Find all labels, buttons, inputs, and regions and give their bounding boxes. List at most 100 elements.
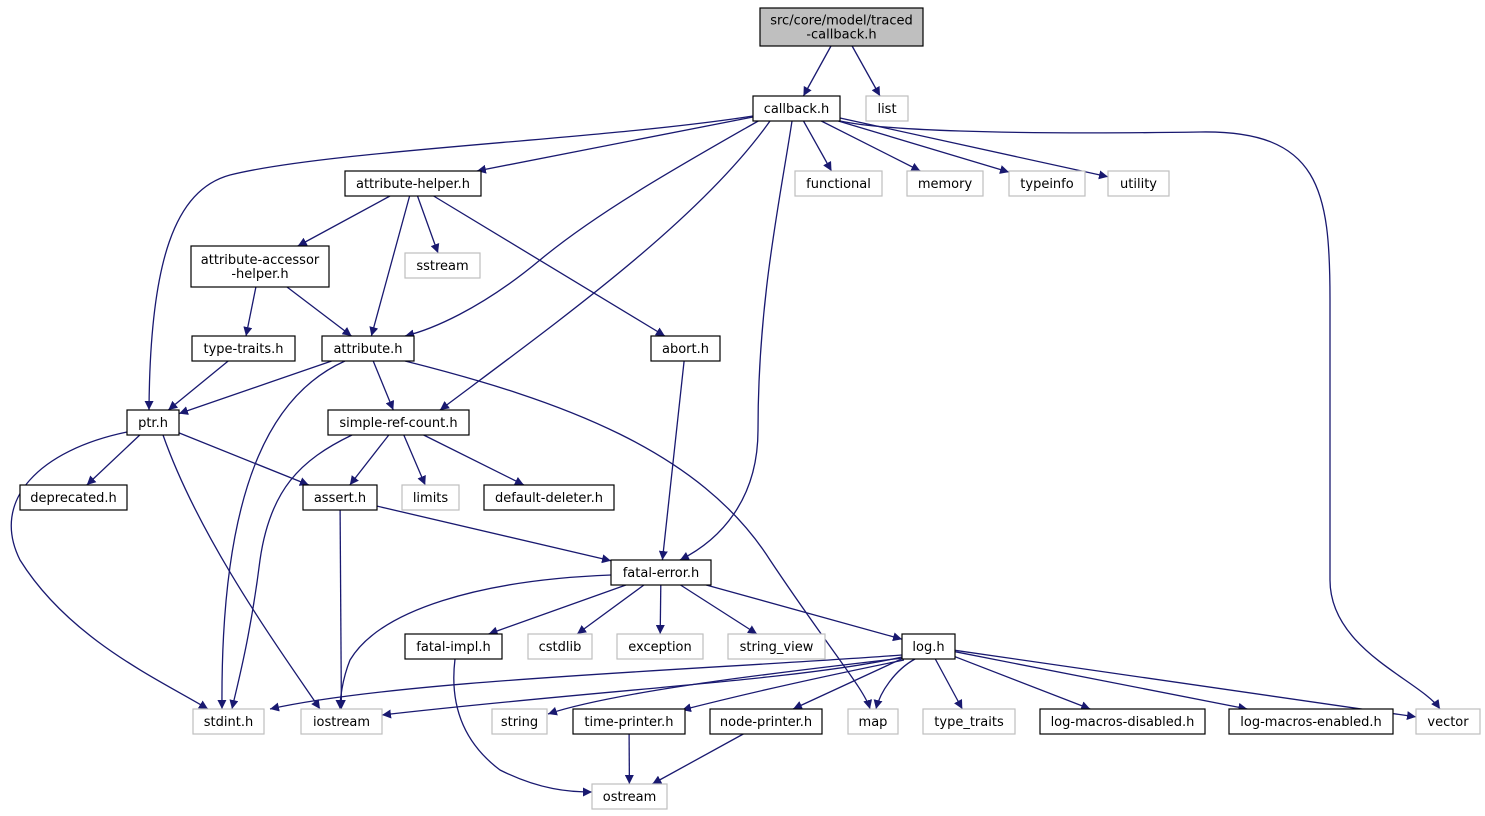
node-log-macros-disabled[interactable]: log-macros-disabled.h <box>1039 708 1206 735</box>
edge-simple-ref-count-to-default-deleter <box>423 434 525 486</box>
node-box <box>1415 708 1481 735</box>
node-assert[interactable]: assert.h <box>302 484 378 511</box>
node-attribute-helper[interactable]: attribute-helper.h <box>344 170 482 197</box>
node-label: string_view <box>740 640 814 655</box>
node-simple-ref-count[interactable]: simple-ref-count.h <box>327 409 470 436</box>
node-box <box>19 484 128 511</box>
node-label: type-traits.h <box>204 342 284 357</box>
edge-attribute-accessor-helper-to-attribute <box>286 286 352 337</box>
node-box <box>191 335 296 362</box>
edge-ptr-to-assert <box>178 432 310 486</box>
edge-fatal-error-to-fatal-impl <box>488 584 627 636</box>
node-time-printer[interactable]: time-printer.h <box>572 708 686 735</box>
edge-callback-to-memory <box>821 120 921 172</box>
node-box <box>1008 170 1086 197</box>
edge-fatal-error-to-exception <box>655 584 665 635</box>
node-iostream: iostream <box>300 708 383 735</box>
node-label: abort.h <box>662 342 709 357</box>
node-label: simple-ref-count.h <box>339 416 457 431</box>
node-label: ostream <box>603 790 657 805</box>
edge-callback-to-functional <box>802 120 833 172</box>
node-label: log-macros-enabled.h <box>1240 715 1381 730</box>
node-label: list <box>877 102 896 117</box>
node-string: string <box>491 708 548 735</box>
node-box <box>794 170 883 197</box>
node-box <box>906 170 984 197</box>
node-box <box>865 95 909 122</box>
edge-log-to-string <box>547 657 904 716</box>
node-type-traits-h[interactable]: type-traits.h <box>191 335 296 362</box>
node-default-deleter[interactable]: default-deleter.h <box>483 484 615 511</box>
edge-log-to-vector <box>954 649 1417 721</box>
node-box <box>901 633 956 660</box>
edge-log-to-iostream <box>381 656 903 719</box>
node-map: map <box>847 708 899 735</box>
node-sstream: sstream <box>404 252 481 279</box>
edge-simple-ref-count-to-limits <box>403 434 426 486</box>
edge-log-to-stdint <box>269 654 903 712</box>
edge-fatal-error-to-string-view <box>680 584 758 635</box>
node-box <box>401 484 460 511</box>
node-ptr[interactable]: ptr.h <box>126 409 180 436</box>
edge-callback-to-ptr <box>144 115 754 411</box>
edge-log-to-type-traits <box>934 658 963 710</box>
node-box <box>610 559 712 586</box>
edge-attribute-helper-to-attribute <box>369 195 411 337</box>
node-label: attribute.h <box>333 342 402 357</box>
node-log[interactable]: log.h <box>901 633 956 660</box>
node-deprecated[interactable]: deprecated.h <box>19 484 128 511</box>
node-box <box>344 170 482 197</box>
node-box <box>126 409 180 436</box>
edge-callback-to-typeinfo <box>838 120 1010 174</box>
edge-callback-to-simple-ref-count <box>439 120 771 411</box>
node-root[interactable]: src/core/model/traced-callback.h <box>759 7 924 47</box>
node-ostream: ostream <box>591 783 668 810</box>
node-label: callback.h <box>764 102 830 117</box>
node-fatal-error[interactable]: fatal-error.h <box>610 559 712 586</box>
node-box <box>727 633 826 660</box>
node-box <box>483 484 615 511</box>
node-box <box>1107 170 1170 197</box>
node-label: cstdlib <box>539 640 582 655</box>
edge-fatal-error-to-cstdlib <box>576 584 645 635</box>
node-box <box>591 783 668 810</box>
node-box <box>300 708 383 735</box>
node-list: list <box>865 95 909 122</box>
node-utility: utility <box>1107 170 1170 197</box>
node-fatal-impl[interactable]: fatal-impl.h <box>404 633 503 660</box>
node-label: utility <box>1120 177 1157 192</box>
edge-callback-to-utility <box>839 117 1109 180</box>
node-label: stdint.h <box>204 715 253 730</box>
node-label: src/core/model/traced <box>770 14 913 29</box>
edge-ptr-to-iostream <box>162 434 321 710</box>
node-label: functional <box>806 177 871 192</box>
node-node-printer[interactable]: node-printer.h <box>709 708 823 735</box>
edge-callback-to-fatal-error <box>679 120 793 561</box>
node-string-view: string_view <box>727 633 826 660</box>
node-attribute[interactable]: attribute.h <box>321 335 415 362</box>
node-label: fatal-impl.h <box>416 640 490 655</box>
node-box <box>847 708 899 735</box>
edges-layer <box>10 45 1441 797</box>
edge-attribute-to-map <box>404 360 873 710</box>
node-box <box>616 633 704 660</box>
node-box <box>302 484 378 511</box>
node-label: node-printer.h <box>720 715 812 730</box>
edge-simple-ref-count-to-assert <box>349 434 390 486</box>
edge-attribute-accessor-helper-to-type-traits-h <box>243 286 257 337</box>
edge-log-to-node-printer <box>792 658 903 710</box>
edge-log-to-map <box>873 658 916 710</box>
edge-fatal-impl-to-ostream <box>453 658 593 797</box>
edge-abort-to-fatal-error <box>658 360 685 561</box>
node-box <box>650 335 721 362</box>
node-label: type_traits <box>934 715 1004 730</box>
edge-type-traits-h-to-ptr <box>167 360 229 411</box>
node-callback[interactable]: callback.h <box>752 95 841 122</box>
edge-callback-to-attribute <box>404 119 761 339</box>
node-attribute-accessor-helper[interactable]: attribute-accessor-helper.h <box>190 245 330 288</box>
node-box <box>404 633 503 660</box>
node-box <box>404 252 481 279</box>
node-log-macros-enabled[interactable]: log-macros-enabled.h <box>1228 708 1394 735</box>
node-abort[interactable]: abort.h <box>650 335 721 362</box>
